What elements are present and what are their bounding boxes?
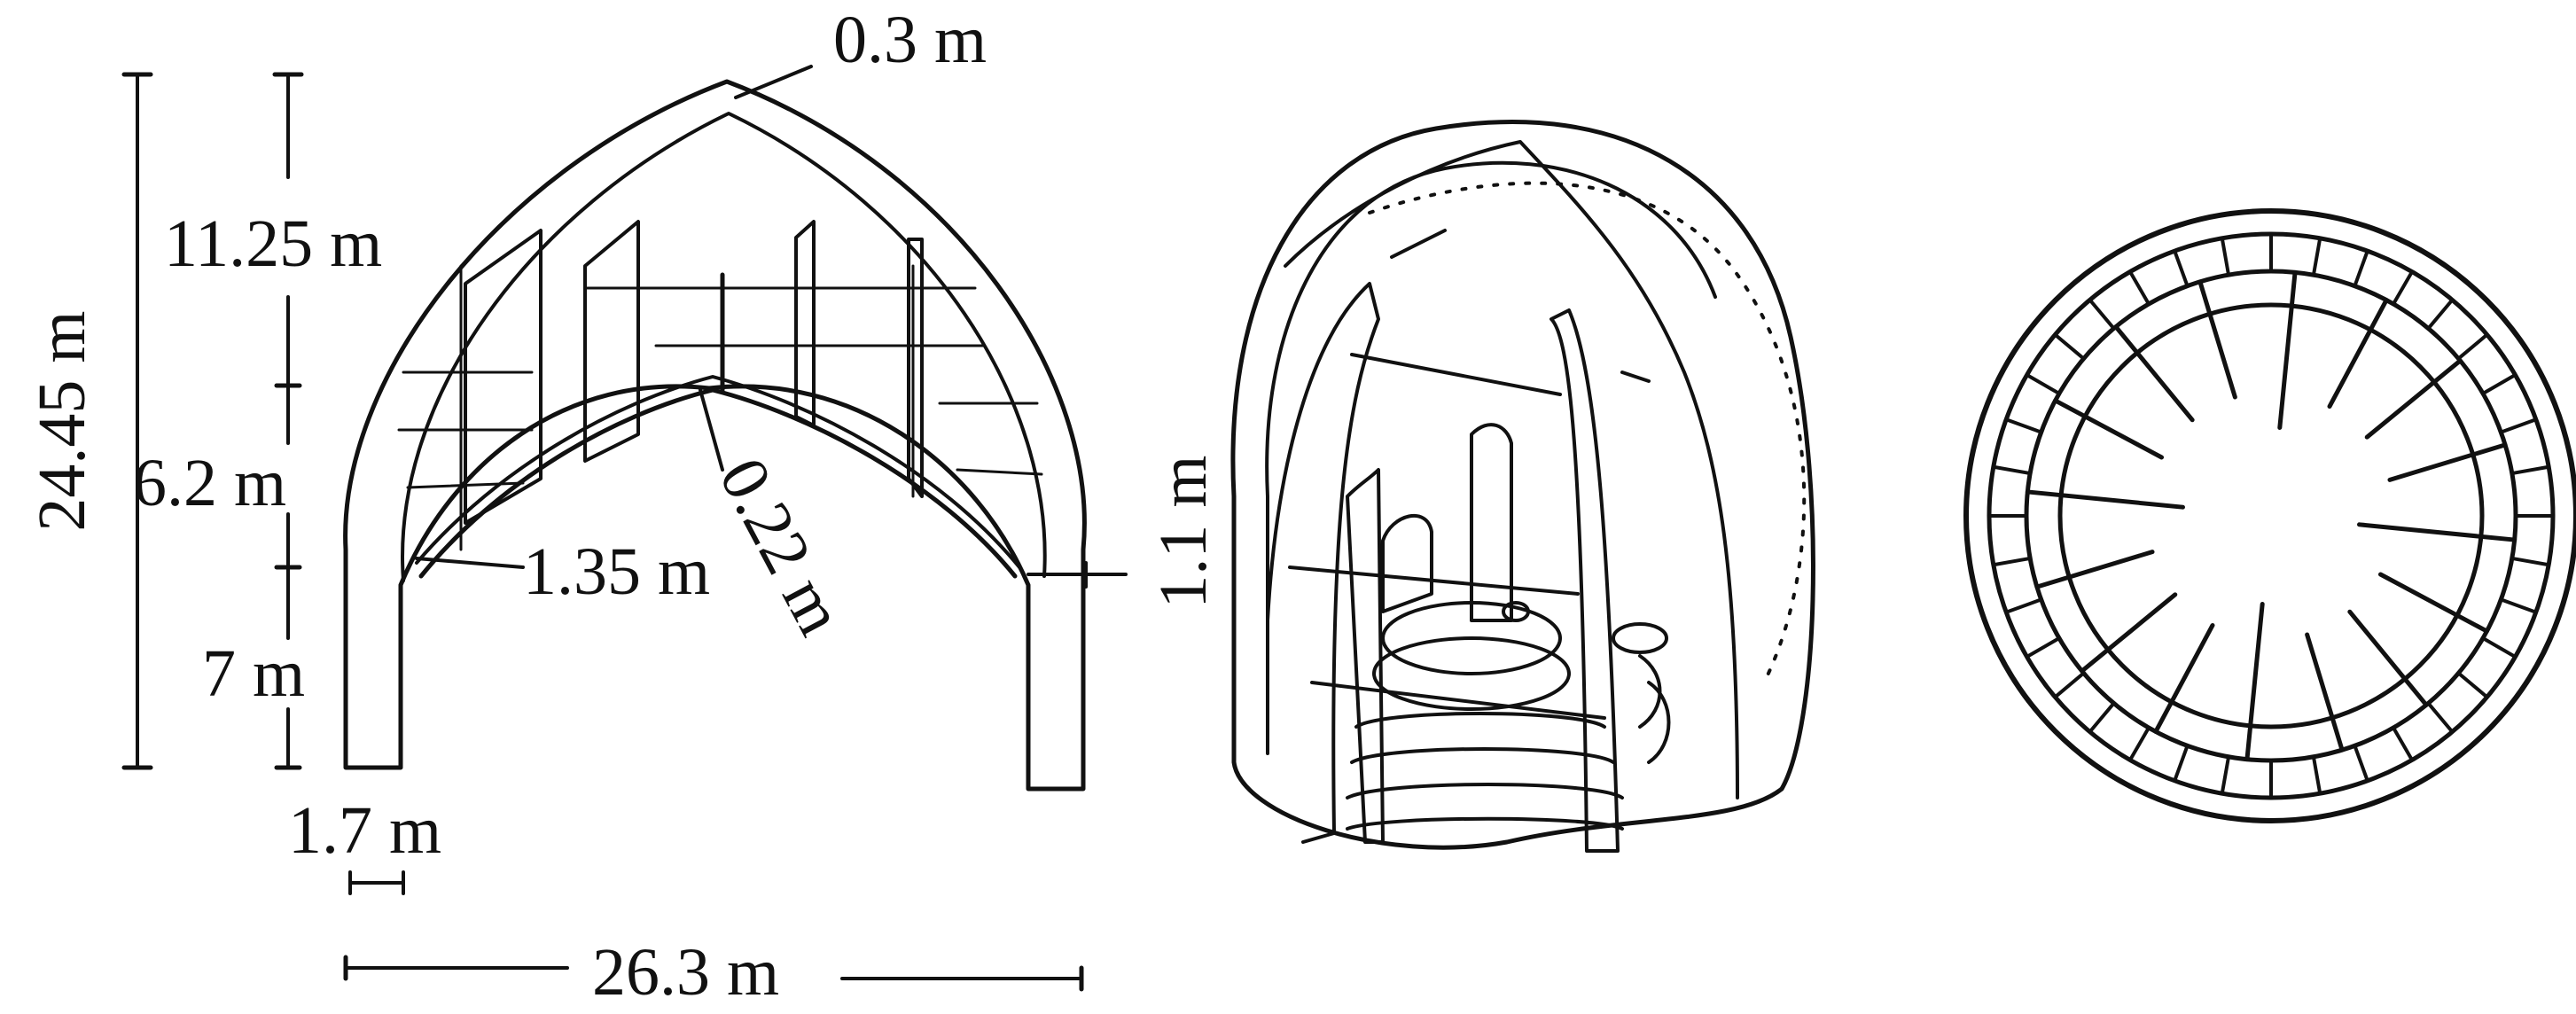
total-height-label: 24.45 m — [25, 310, 99, 531]
plan-rib — [2347, 609, 2429, 707]
plan-spoke — [2088, 298, 2116, 331]
plan-spokes — [1987, 232, 2555, 800]
rib — [1550, 308, 1620, 853]
plan-ring-4 — [2057, 302, 2485, 729]
plan-spoke — [2173, 744, 2190, 783]
plan-outer-ring — [1963, 208, 2576, 823]
cutaway-outer-shell — [1230, 120, 1815, 850]
plan-spoke — [2220, 236, 2231, 277]
plan-spoke — [1991, 556, 2033, 567]
cutaway-crest — [1284, 140, 1739, 800]
plan-spoke — [2481, 636, 2517, 659]
plan-spoke — [2025, 373, 2061, 395]
plan-spoke — [2053, 332, 2086, 361]
plan-spoke — [2392, 269, 2414, 306]
plan-spoke — [2456, 332, 2489, 361]
middle-height-label: 6.2 m — [133, 446, 286, 520]
cutaway-view — [1230, 120, 1815, 853]
plan-rib — [2327, 298, 2389, 410]
plan-rib — [2034, 550, 2155, 589]
plan-spoke — [2510, 556, 2551, 567]
plan-rib — [2080, 592, 2178, 674]
rib — [1266, 282, 1380, 844]
plan-spoke — [2220, 754, 2231, 796]
plan-spoke — [2456, 671, 2489, 699]
inner-dome — [418, 387, 1018, 579]
plan-spoke — [2392, 726, 2414, 762]
inner-thickness-leader — [415, 557, 525, 569]
section-view: 0.3 m 11.25 m 24.45 m 6.2 m 1.35 m 0.22 … — [25, 3, 1221, 1010]
inner-apex-leader — [699, 388, 724, 472]
inner-dome-top — [415, 375, 1021, 569]
plan-spoke — [2004, 597, 2043, 614]
section-ribs — [464, 220, 924, 525]
rib — [907, 238, 924, 498]
inner-thickness-label: 1.35 m — [523, 534, 710, 609]
plan-spoke — [2053, 671, 2086, 699]
plan-rib — [2197, 279, 2237, 400]
plan-rib — [2305, 632, 2345, 753]
plan-spoke — [2499, 597, 2538, 614]
plan-rib — [2113, 324, 2195, 423]
plan-rib — [2153, 622, 2215, 734]
plan-rib — [2377, 572, 2489, 634]
plan-spoke — [2088, 701, 2116, 734]
inner-apex-label: 0.22 m — [705, 447, 858, 647]
plan-rib — [2277, 269, 2298, 430]
wall-hatching — [397, 264, 1043, 551]
plan-spoke — [2426, 298, 2455, 331]
wall-width-label: 1.7 m — [288, 793, 441, 868]
plan-view — [1963, 208, 2576, 823]
cutaway-ribs — [1266, 282, 1620, 853]
apex-leader — [734, 65, 813, 99]
outer-shell-inner-line — [401, 112, 1047, 582]
dimension-lines — [121, 65, 1128, 992]
outer-dome-outline — [343, 79, 1087, 792]
plan-spoke — [2426, 701, 2455, 734]
plan-rib — [2357, 522, 2517, 542]
plan-spoke — [2510, 464, 2551, 476]
rib — [583, 220, 640, 463]
plan-spoke — [2311, 236, 2322, 277]
plan-spoke — [2025, 636, 2061, 659]
plan-spoke — [2128, 726, 2151, 762]
plan-spoke — [2499, 417, 2538, 434]
base-height-label: 7 m — [202, 636, 305, 711]
rib — [1381, 514, 1433, 613]
rib — [464, 229, 543, 525]
plan-spoke — [2311, 754, 2322, 796]
span-label: 26.3 m — [592, 935, 779, 1010]
plan-rib — [2244, 602, 2265, 762]
side-thickness-label: 1.1 m — [1146, 455, 1221, 608]
plan-spoke — [2128, 269, 2151, 306]
plan-rib — [2387, 442, 2508, 482]
plan-spoke — [2353, 249, 2369, 288]
plan-ring-3 — [2024, 269, 2518, 763]
plan-rib — [2053, 398, 2165, 460]
plan-spoke — [2173, 249, 2190, 288]
plan-rib — [2364, 358, 2463, 440]
rib — [1470, 423, 1513, 622]
plan-spoke — [2004, 417, 2043, 434]
upper-height-label: 11.25 m — [164, 207, 382, 281]
rib — [794, 220, 816, 427]
plan-rib — [2025, 489, 2185, 510]
cutaway-bars — [1288, 229, 1651, 720]
plan-spoke — [2481, 373, 2517, 395]
cutaway-dotted-curve — [1368, 181, 1807, 684]
plan-spoke — [2353, 744, 2369, 783]
cutaway-steps — [1346, 601, 1671, 831]
rib — [1346, 468, 1385, 844]
plan-spoke — [1991, 464, 2033, 476]
apex-thickness-label: 0.3 m — [833, 3, 987, 77]
plan-ring-2 — [1987, 231, 2556, 800]
